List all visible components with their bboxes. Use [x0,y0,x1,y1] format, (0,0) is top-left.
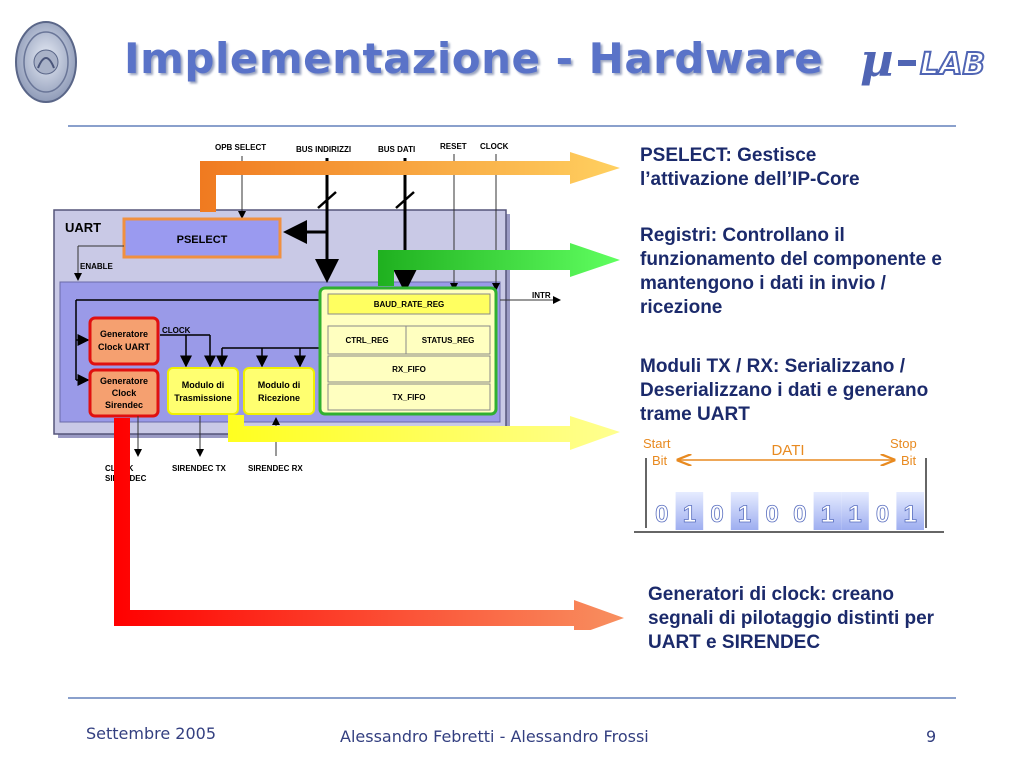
footer-authors: Alessandro Febretti - Alessandro Frossi [340,727,649,746]
polimi-logo [15,21,77,103]
bit-value: 0 [655,501,668,528]
desc-registri: Registri: Controllano il funzionamento d… [640,225,942,318]
bit-cell-high [675,492,704,530]
tx-fifo: TX_FIFO [393,393,426,402]
desc-pselect: PSELECT: Gestisce l’attivazione dell’IP-… [640,145,860,190]
bit-value: 0 [793,501,806,528]
footer-date: Settembre 2005 [86,724,217,743]
modules-arrow [228,415,620,450]
svg-text:LAB: LAB [920,47,985,82]
bit-value: 1 [738,501,751,528]
bit-value: 1 [848,501,861,528]
signal-clock: CLOCK [480,142,509,151]
pselect-block [122,217,282,259]
bit-cell-high [896,492,924,530]
hardware-block-diagram: UART OPB SELECT BUS INDIRIZZI BUS DATI R… [53,142,624,630]
sirendec-tx-label: SIRENDEC TX [172,464,226,473]
mu-lab-logo: µ LAB [860,33,986,87]
enable-label: ENABLE [80,262,114,271]
gen-clock-sirendec-line1: Generatore [100,376,148,386]
pselect-arrow [200,152,620,212]
modulo-tx-line2: Trasmissione [174,393,232,403]
modulo-rx-line1: Modulo di [258,380,301,390]
slide-title: Implementazione - Hardware [124,34,824,83]
bit-value: 0 [876,501,889,528]
signal-opb-select: OPB SELECT [215,143,266,152]
signal-bus-indirizzi: BUS INDIRIZZI [296,145,351,154]
stop-bit-label-2: Bit [901,453,917,468]
status-reg: STATUS_REG [422,336,475,345]
registers-arrow [378,243,620,286]
generators-arrow [114,418,624,630]
start-bit-label-2: Bit [652,453,668,468]
dati-label: DATI [771,442,804,459]
intr-label: INTR [532,291,551,300]
modulo-ricezione-block [243,367,315,415]
modulo-rx-line2: Ricezione [258,393,300,403]
bit-cell-high [813,492,842,530]
rx-fifo: RX_FIFO [392,365,426,374]
bit-value: 0 [710,501,723,528]
bottom-divider [68,697,956,699]
gen-clock-sirendec-line3: Sirendec [105,400,143,410]
gen-clock-sirendec-line2: Clock [112,388,138,398]
stop-bit-label-1: Stop [890,436,917,451]
clock-internal-label: CLOCK [162,326,191,335]
top-divider [68,125,956,127]
bit-value: 1 [904,501,917,528]
bit-value: 0 [766,501,779,528]
bit-cell-high [841,492,869,530]
bit-value: 1 [821,501,834,528]
modulo-trasmissione-block [167,367,239,415]
pselect-label: PSELECT [177,234,228,246]
gen-clock-uart-line2: Clock UART [98,342,151,352]
bit-cell-high [730,492,759,530]
desc-generatori: Generatori di clock: creano segnali di p… [648,584,935,653]
gen-clock-uart-block [88,316,160,366]
footer-page-number: 9 [926,727,937,746]
signal-reset: RESET [440,142,467,151]
baud-rate-reg: BAUD_RATE_REG [374,300,445,309]
gen-clock-uart-line1: Generatore [100,329,148,339]
signal-bus-dati: BUS DATI [378,145,415,154]
ctrl-reg: CTRL_REG [345,336,388,345]
sirendec-rx-label: SIRENDEC RX [248,464,303,473]
gen-clock-sirendec-block [88,368,160,418]
modulo-tx-line1: Modulo di [182,380,225,390]
desc-moduli: Moduli TX / RX: Serializzano / Deseriali… [640,356,929,425]
uart-label: UART [65,220,101,235]
svg-text:µ: µ [860,33,894,87]
start-bit-label-1: Start [643,436,671,451]
bit-value: 1 [683,501,696,528]
